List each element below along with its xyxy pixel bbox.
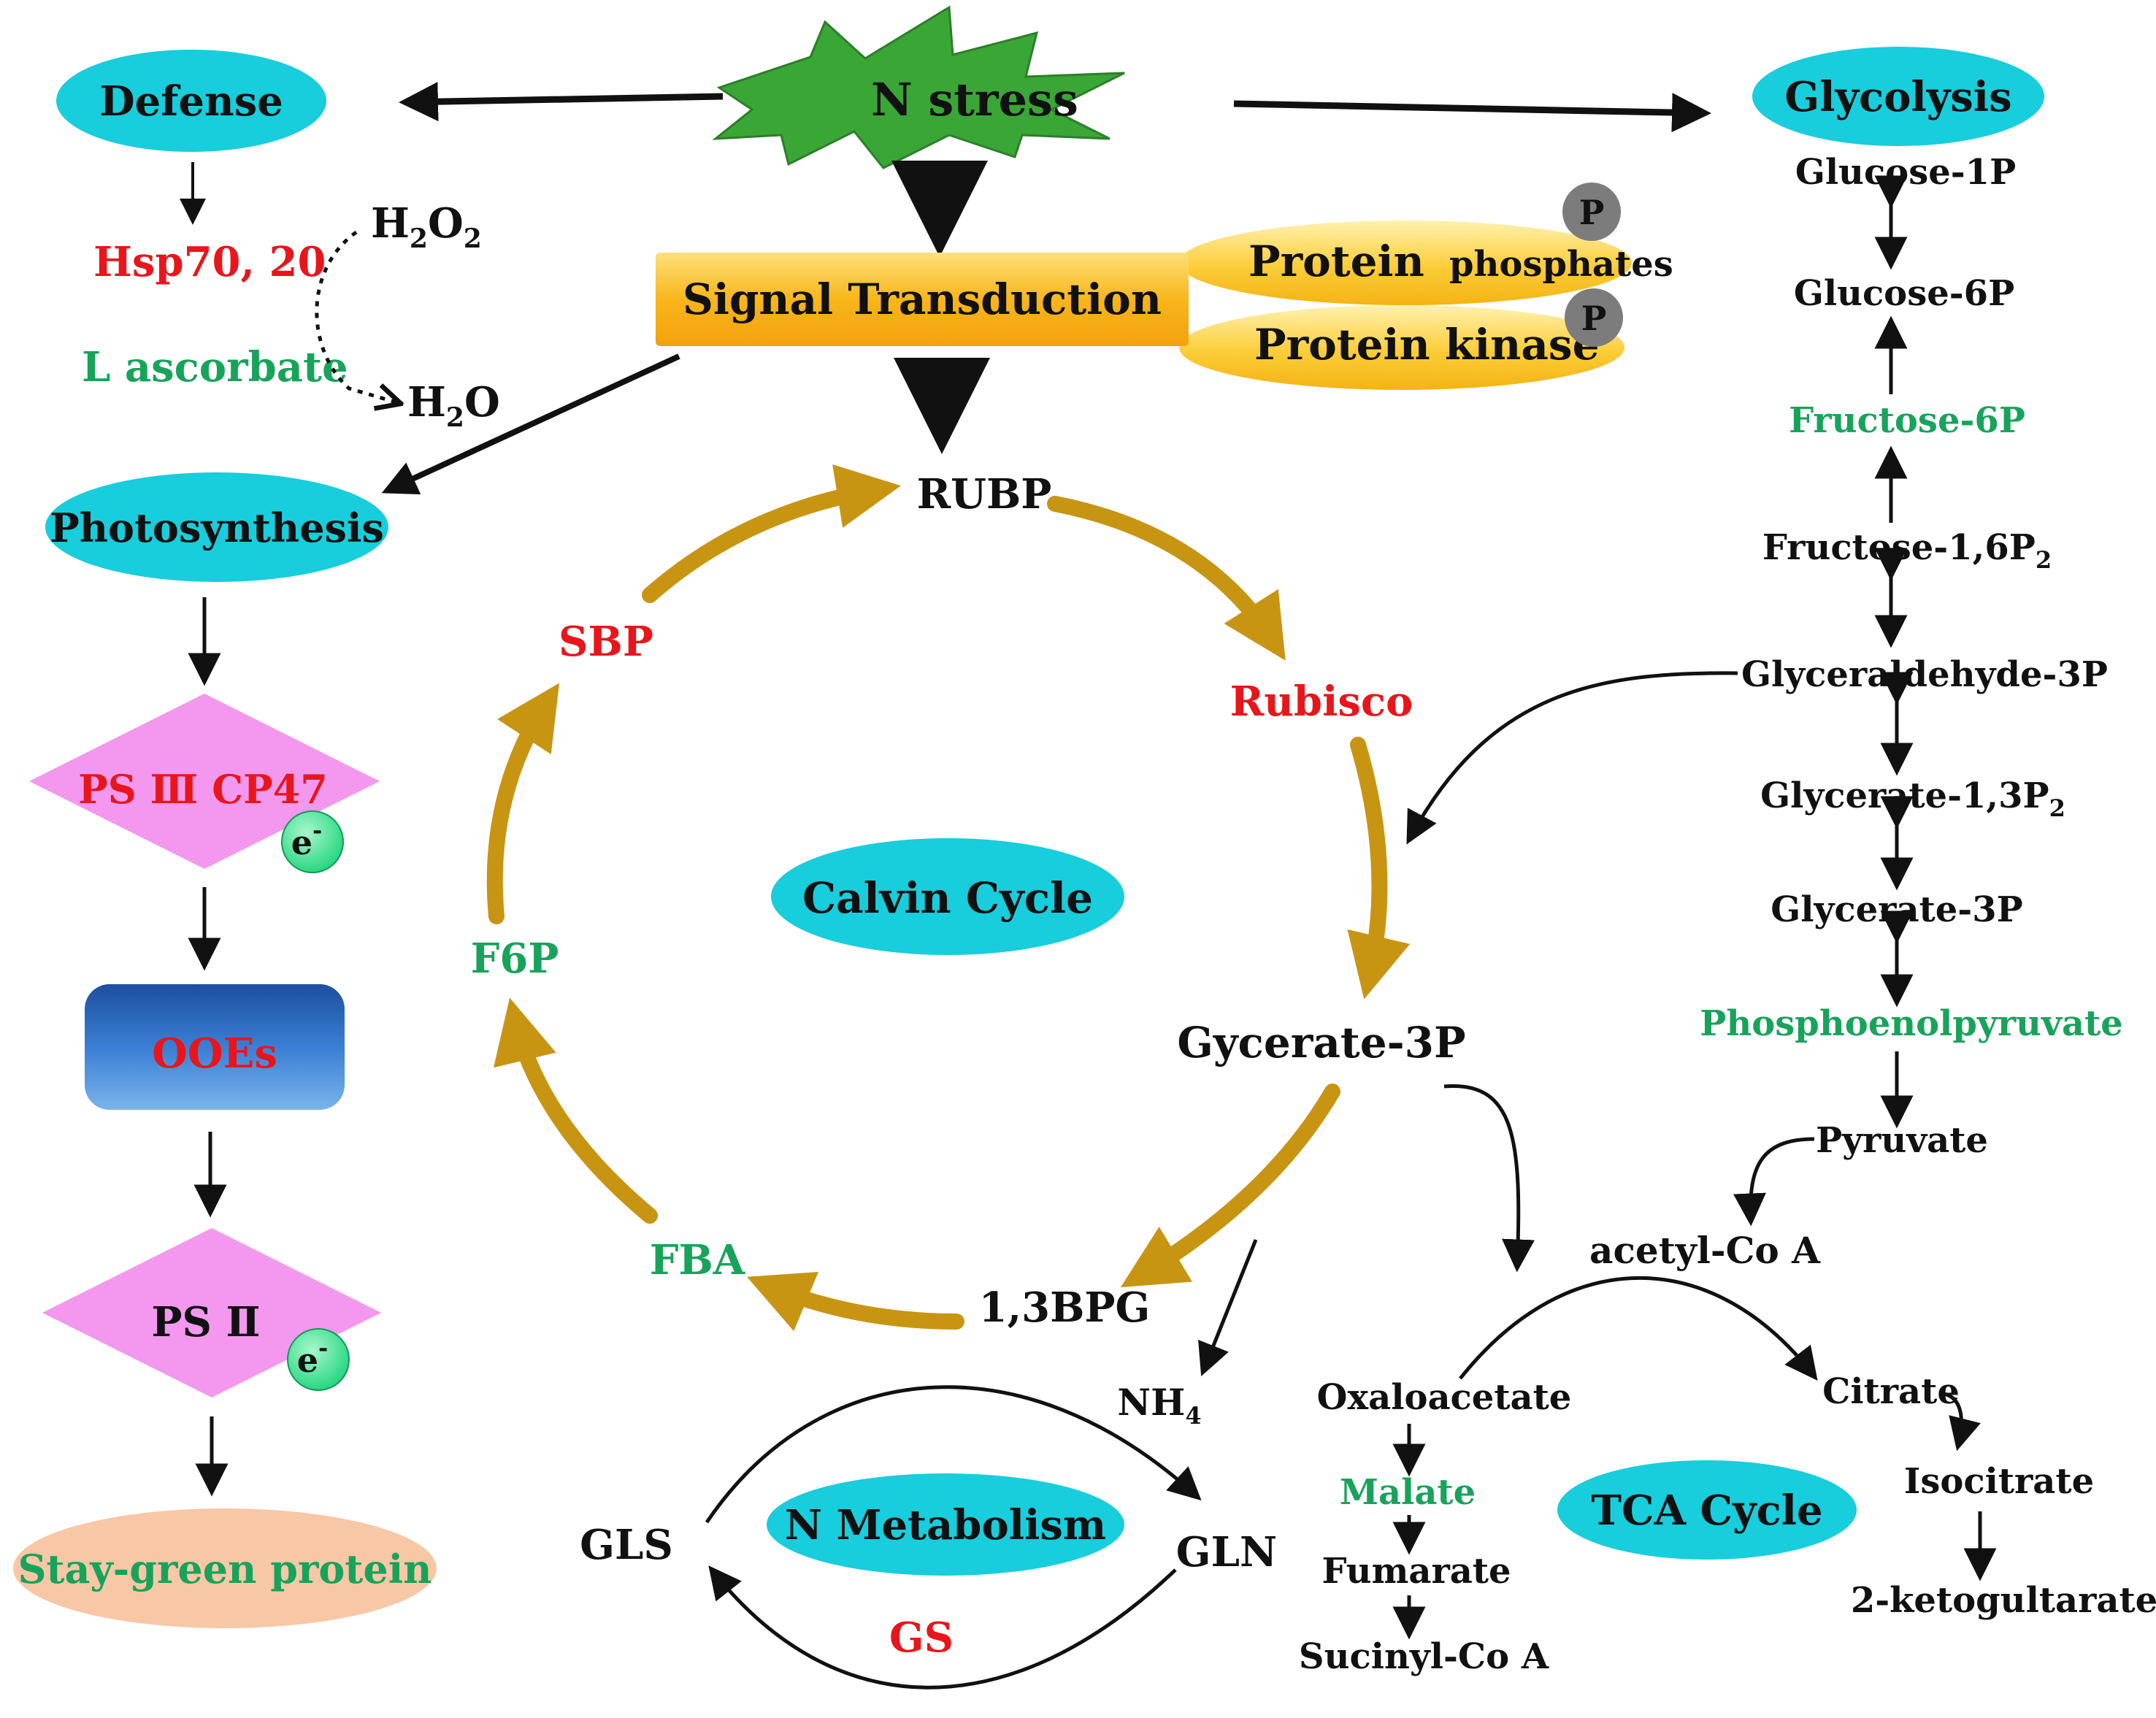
glyceraldehyde-label: Glyceraldehyde-3P [1741,654,2108,695]
fructose6p-label: Fructose-6P [1789,400,2025,441]
h2o-label: H2O [407,378,500,433]
pyruvate-label: Pyruvate [1816,1120,1988,1161]
arrow-gln-to-gls [708,1565,1177,1690]
f6p-label: F6P [471,935,559,983]
protein-phosphates-oval [1179,220,1632,305]
gycerate-label: Gycerate-3P [1177,1018,1465,1067]
photosynthesis-group: Photosynthesis PS Ⅲ CP47 e- OOEs PS Ⅱ e-… [13,472,437,1628]
phospho-marker-2 [1565,288,1623,347]
stay-green-node [13,1508,437,1628]
arrow-glyceraldehyde-to-calvin [1406,671,1738,845]
ketoglutarate-label: 2-ketogultarate [1851,1580,2156,1621]
phospho-marker-2-label: P [1581,299,1607,338]
phospho-marker-1-label: P [1579,193,1605,232]
electron-ps2-label: e- [297,1334,329,1380]
fumarate-label: Fumarate [1321,1551,1511,1592]
glycerate13-label: Glycerate-1,3P2 [1760,775,2065,822]
sucinyl-label: Sucinyl-Co A [1299,1636,1549,1677]
rubisco-label: Rubisco [1230,678,1413,726]
gln-label: GLN [1176,1528,1277,1576]
hsp-label: Hsp70, 20 [93,238,326,286]
calvin-arrow-rubisco-gycerate [1347,737,1411,1000]
n-metabolism-title: N Metabolism [785,1501,1106,1549]
sbp-label: SBP [559,618,653,666]
malate-label: Malate [1340,1472,1476,1513]
stay-green-label: Stay-green protein [18,1546,432,1592]
gls-label: GLS [580,1521,673,1569]
arrow-cycle-to-nh4 [1198,1239,1258,1376]
arrow-acetyl-split [1459,1276,1818,1381]
arrow-pyruvate-to-acetyl [1733,1137,1815,1227]
defense-title: Defense [99,77,283,126]
acetyl-label: acetyl-Co A [1589,1229,1821,1272]
glycolysis-group: Glycolysis Glucose-1P Glucose-6P Fructos… [1700,47,2123,1161]
calvin-cycle-node [771,838,1124,955]
protein-kinase-label: Protein kinase [1254,320,1599,369]
arrow-gls-to-gln [705,1385,1202,1524]
signal-transduction-box [656,253,1189,346]
ooes-label: OOEs [152,1029,277,1078]
tca-cycle-group: acetyl-Co A Oxaloacetate Malate Fumarate… [1299,1229,2156,1677]
glycerate3p-label: Glycerate-3P [1771,889,2022,930]
calvin-cycle-title: Calvin Cycle [802,873,1093,923]
n-stress-star [712,5,1125,169]
n-metabolism-group: NH4 N Metabolism GLS GLN GS [580,1381,1277,1690]
electron-ps2 [287,1328,350,1391]
citrate-label: Citrate [1822,1371,1960,1412]
ascorbate-label: L ascorbate [82,343,348,391]
h2o2-label: H2O2 [371,199,482,254]
defense-group: Defense Hsp70, 20 L ascorbate H2O2 H2O [56,50,500,433]
calvin-arrow-f6p-sbp [486,683,560,924]
calvin-arrow-gycerate-bpg [1120,1084,1340,1288]
nh4-label: NH4 [1117,1381,1201,1430]
n-metabolism-node [767,1473,1124,1576]
defense-node [56,50,326,152]
signal-transduction-group: Signal Transduction Protein phosphates P… [656,183,1673,390]
ps2-label: PS Ⅱ [151,1298,260,1346]
glucose1p-label: Glucose-1P [1795,152,2016,193]
electron-ps1-label: e- [291,816,323,862]
calvin-cycle-group: Calvin Cycle RUBP Rubisco Gycerate-3P 1,… [471,464,1466,1332]
fructose16-label: Fructose-1,6P2 [1762,527,2052,574]
electron-ps1 [281,810,344,873]
arrow-signal-to-photosynthesis [381,353,680,495]
isocitrate-label: Isocitrate [1904,1461,2094,1502]
glucose6p-label: Glucose-6P [1794,273,2014,314]
arrow-nstress-to-defense [399,82,724,122]
phospho-marker-1 [1562,183,1621,241]
calvin-arrow-bpg-fba [746,1271,964,1332]
fba-label: FBA [650,1236,746,1284]
protein-kinase-oval [1179,305,1624,390]
photosynthesis-title: Photosynthesis [50,505,384,551]
arrow-citrate-isocitrate [1940,1391,1981,1452]
arrow-nstress-to-glycolysis [1233,93,1711,133]
ooes-box [85,984,345,1110]
rubp-label: RUBP [917,470,1052,518]
photosynthesis-node [45,472,388,582]
signal-transduction-label: Signal Transduction [683,275,1162,324]
glycolysis-node [1752,47,2044,146]
oxaloacetate-label: Oxaloacetate [1317,1377,1572,1418]
protein-phosphates-label: Protein phosphates [1248,237,1673,286]
bpg-label: 1,3BPG [979,1284,1151,1332]
ps1-label: PS Ⅲ CP47 [78,766,328,813]
n-stress-group: N stress [712,5,1125,169]
n-stress-label: N stress [871,73,1078,126]
calvin-arrow-sbp-rubp [642,464,901,603]
calvin-arrow-rubp-rubisco [1047,496,1286,661]
gs-label: GS [889,1614,954,1662]
pep-label: Phosphoenolpyruvate [1700,1003,2123,1044]
calvin-arrow-fba-f6p [494,997,658,1224]
arrow-gycerate-to-acetyl [1443,1084,1535,1273]
arrow-h2o2-to-h2o [315,230,399,403]
glycolysis-title: Glycolysis [1784,73,2011,121]
tca-cycle-node [1557,1460,1857,1560]
tca-cycle-title: TCA Cycle [1591,1487,1822,1535]
